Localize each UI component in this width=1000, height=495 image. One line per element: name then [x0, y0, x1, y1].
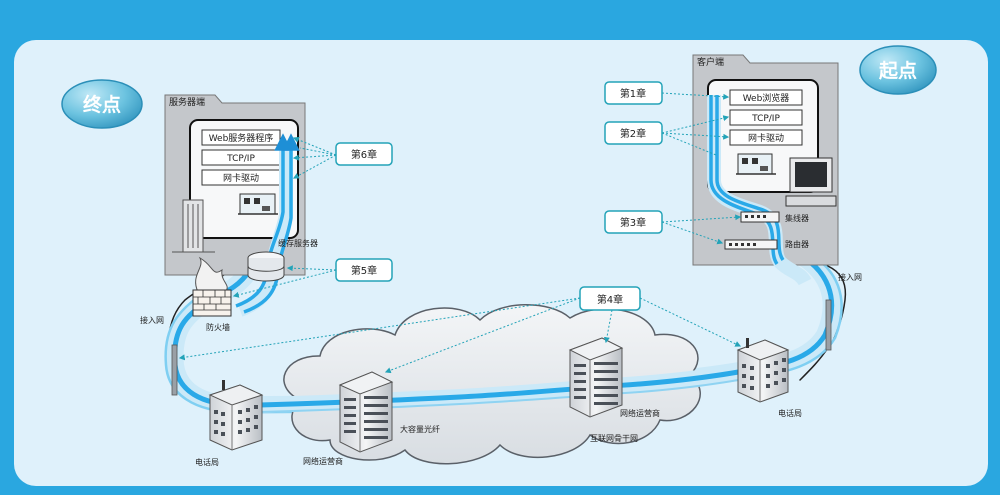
chapter-2-box[interactable]: 第2章 — [604, 121, 663, 145]
utility-pole-left — [171, 344, 178, 396]
client-title: 客户端 — [697, 56, 724, 68]
client-access-label: 接入网 — [838, 272, 862, 282]
client-nic-card-icon — [736, 153, 776, 175]
backbone-label: 互联网骨干网 — [590, 434, 638, 443]
start-badge: 起点 — [859, 45, 937, 95]
phone-office-right — [736, 338, 790, 403]
chapter-6-box[interactable]: 第6章 — [335, 142, 393, 166]
phone-office-left-label: 电话局 — [195, 457, 219, 467]
server-layer-web-label: Web服务器程序 — [209, 132, 274, 144]
isp-tower-right — [568, 337, 624, 418]
phone-office-left — [208, 380, 264, 451]
cache-server-label: 缓存服务器 — [278, 238, 318, 248]
isp-tower-left — [338, 371, 394, 453]
firewall-label: 防火墙 — [206, 322, 230, 332]
client-layer-browser: Web浏览器 — [729, 89, 803, 106]
chapter-1-box[interactable]: 第1章 — [604, 81, 663, 105]
phone-office-right-label: 电话局 — [778, 408, 802, 418]
chapter-5-box[interactable]: 第5章 — [335, 258, 393, 282]
router-icon — [724, 239, 778, 250]
server-nic-card-icon — [238, 193, 278, 215]
hub-label: 集线器 — [785, 213, 809, 223]
client-layer-tcpip-label: TCP/IP — [751, 114, 780, 124]
chapter-3-box[interactable]: 第3章 — [604, 210, 663, 234]
chapter-4-label: 第4章 — [597, 293, 623, 306]
server-access-label: 接入网 — [140, 315, 164, 325]
chapter-5-label: 第5章 — [351, 264, 377, 277]
client-layer-browser-label: Web浏览器 — [743, 92, 790, 104]
utility-pole-right — [825, 299, 832, 351]
chapter-6-label: 第6章 — [351, 148, 377, 161]
end-badge: 终点 — [61, 79, 143, 129]
client-layer-nic: 网卡驱动 — [729, 129, 803, 146]
start-badge-label: 起点 — [878, 60, 917, 82]
client-layer-tcpip: TCP/IP — [729, 109, 803, 126]
cache-server-icon — [247, 251, 285, 282]
chapter-2-label: 第2章 — [620, 127, 646, 140]
end-badge-label: 终点 — [83, 93, 121, 116]
client-pc-icon — [785, 157, 837, 207]
server-layer-nic: 网卡驱动 — [201, 169, 281, 186]
server-title: 服务器端 — [169, 96, 205, 108]
isp-right-label: 网络运营商 — [620, 408, 660, 418]
router-label: 路由器 — [785, 239, 809, 249]
chapter-1-label: 第1章 — [620, 87, 646, 100]
hub-icon — [740, 211, 780, 223]
firewall-icon — [192, 256, 232, 317]
isp-left-label: 网络运营商 — [303, 456, 343, 466]
server-layer-tcpip: TCP/IP — [201, 149, 281, 166]
fiber-label: 大容量光纤 — [400, 424, 440, 434]
server-layer-nic-label: 网卡驱动 — [223, 172, 259, 184]
server-layer-tcpip-label: TCP/IP — [226, 154, 255, 164]
chapter-4-box[interactable]: 第4章 — [579, 286, 641, 311]
chapter-leader-lines — [178, 92, 742, 374]
server-layer-web: Web服务器程序 — [201, 129, 281, 146]
chapter-3-label: 第3章 — [620, 216, 646, 229]
client-layer-nic-label: 网卡驱动 — [748, 132, 784, 144]
